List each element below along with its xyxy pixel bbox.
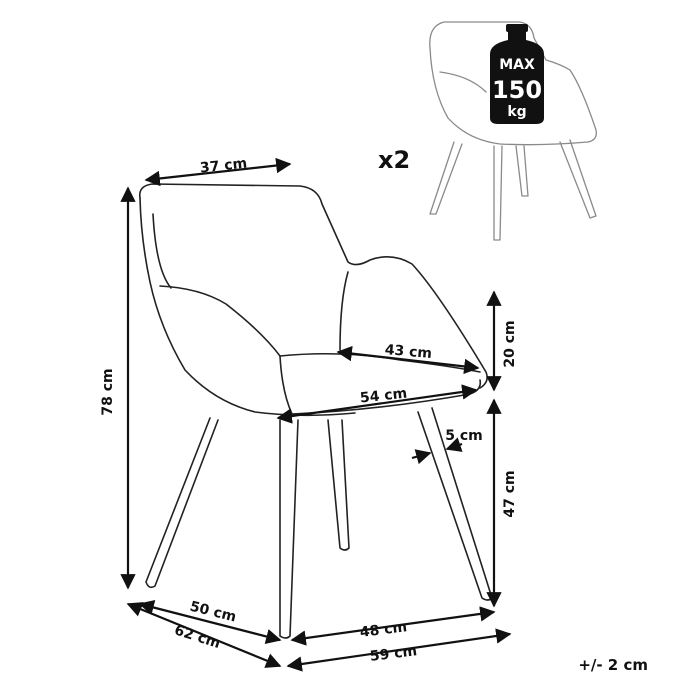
dimension-labels: 37 cm 78 cm 20 cm 47 cm 43 cm 54 cm 5 cm… — [100, 156, 518, 665]
load-capacity-chair-icon — [429, 21, 597, 241]
label-top-width: 37 cm — [199, 156, 248, 177]
badge-unit-label: kg — [507, 104, 526, 120]
label-seat-height: 47 cm — [502, 470, 518, 517]
label-total-height: 78 cm — [100, 368, 116, 415]
label-seat-width: 54 cm — [359, 386, 408, 407]
label-leg-width: 5 cm — [445, 428, 483, 444]
tolerance-note: +/- 2 cm — [578, 656, 648, 674]
badge-weight-value: 150 — [492, 76, 542, 104]
label-total-width: 59 cm — [369, 643, 418, 665]
label-seat-inner-width: 43 cm — [384, 342, 432, 362]
quantity-label: x2 — [378, 146, 410, 174]
label-leg-span: 48 cm — [359, 619, 408, 641]
label-arm-height: 20 cm — [502, 320, 518, 367]
dimension-lines — [120, 157, 512, 672]
label-total-depth: 62 cm — [172, 622, 222, 652]
chair-outline — [138, 183, 488, 417]
badge-max-label: MAX — [499, 57, 535, 73]
weight-badge: MAX 150 kg — [490, 24, 544, 124]
label-seat-depth: 50 cm — [188, 599, 238, 626]
